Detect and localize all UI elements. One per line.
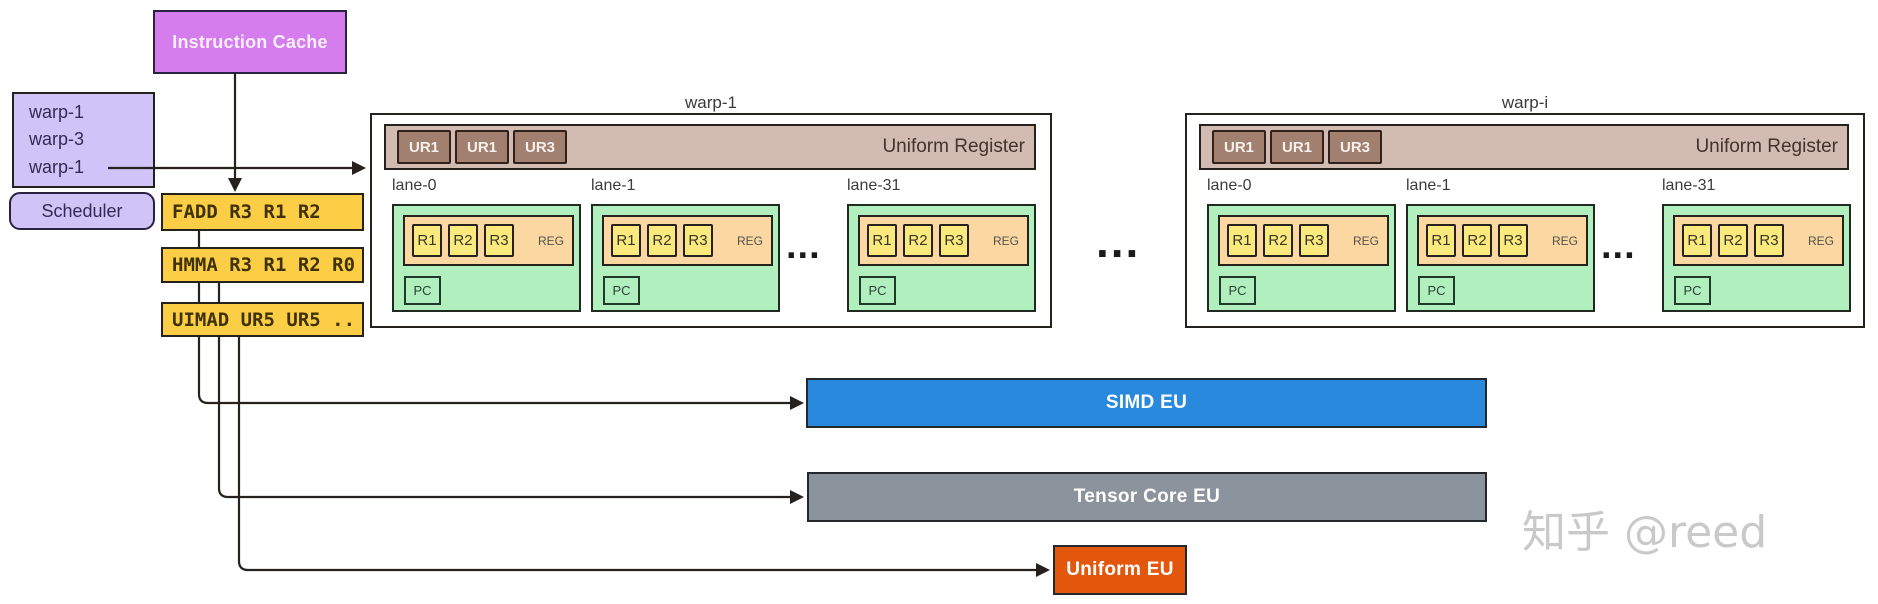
instruction-box-hmma: HMMA R3 R1 R2 R0 [161, 247, 364, 283]
register-chip: R3 [1498, 224, 1528, 257]
uniform-register-label: Uniform Register [1695, 136, 1838, 157]
warp-queue-item: warp-3 [29, 129, 85, 150]
warp-title: warp-i [1501, 93, 1549, 112]
instruction-text: HMMA R3 R1 R2 R0 [172, 254, 356, 276]
tensor-core-eu-box: Tensor Core EU [807, 472, 1487, 522]
register-chip: R1 [867, 224, 897, 257]
uniform-register-chip: UR1 [1270, 130, 1324, 164]
down-arrowhead-icon [228, 178, 242, 192]
register-chip: R2 [448, 224, 478, 257]
register-chip: R3 [484, 224, 514, 257]
instruction-cache-box: Instruction Cache [153, 10, 347, 74]
lane-label: lane-31 [847, 177, 901, 194]
simd-eu-box: SIMD EU [806, 378, 1487, 428]
right-arrowhead-icon [790, 396, 804, 410]
register-chip: R2 [1263, 224, 1293, 257]
reg-label: REG [1352, 233, 1379, 248]
register-chip: R2 [903, 224, 933, 257]
lane-ellipsis: ... [786, 225, 821, 267]
pc-box: PC [603, 276, 640, 305]
uniform-register-chip: UR3 [513, 130, 567, 164]
pc-box: PC [1674, 276, 1711, 305]
uniform-register-chip: UR3 [1328, 130, 1382, 164]
warp-queue-box: warp-1 warp-3 warp-1 [12, 92, 155, 188]
uniform-register-chip: UR1 [1212, 130, 1266, 164]
lane-label: lane-1 [1406, 177, 1451, 194]
register-chip: R1 [1682, 224, 1712, 257]
register-chip: R3 [939, 224, 969, 257]
instruction-box-fadd: FADD R3 R1 R2 [161, 193, 364, 231]
lane-label: lane-0 [1207, 177, 1252, 194]
lane-label: lane-31 [1662, 177, 1716, 194]
uniform-register-label: Uniform Register [882, 136, 1025, 157]
lane-label: lane-1 [591, 177, 636, 194]
scheduler-box: Scheduler [9, 192, 155, 230]
right-arrowhead-icon [790, 490, 804, 504]
reg-label: REG [736, 233, 763, 248]
register-chip: R1 [412, 224, 442, 257]
uniform-eu-label: Uniform EU [1066, 559, 1174, 580]
uimad-to-uniform-line [237, 337, 1037, 572]
instruction-text: UIMAD UR5 UR5 .. [172, 308, 356, 331]
register-chip: R1 [1426, 224, 1456, 257]
instruction-cache-label: Instruction Cache [172, 31, 328, 52]
instruction-box-uimad: UIMAD UR5 UR5 .. [161, 302, 364, 337]
pc-box: PC [404, 276, 441, 305]
register-chip: R1 [611, 224, 641, 257]
warp-ellipsis: ... [1096, 215, 1141, 267]
register-chip: R3 [683, 224, 713, 257]
instruction-text: FADD R3 R1 R2 [172, 201, 321, 223]
uniform-register-chip: UR1 [397, 130, 451, 164]
reg-label: REG [1807, 233, 1834, 248]
warp-title: warp-1 [685, 93, 737, 112]
scheduler-label: Scheduler [41, 200, 123, 221]
register-chip: R1 [1227, 224, 1257, 257]
register-chip: R3 [1754, 224, 1784, 257]
watermark: 知乎 @reed [1522, 507, 1768, 558]
pc-box: PC [859, 276, 896, 305]
pc-box: PC [1219, 276, 1256, 305]
uniform-eu-box: Uniform EU [1053, 545, 1187, 595]
reg-label: REG [537, 233, 564, 248]
reg-label: REG [1551, 233, 1578, 248]
register-chip: R2 [647, 224, 677, 257]
lane-label: lane-0 [392, 177, 437, 194]
warp-queue-item: warp-1 [29, 102, 85, 123]
reg-label: REG [992, 233, 1019, 248]
pc-box: PC [1418, 276, 1455, 305]
right-arrowhead-icon [1036, 563, 1050, 577]
register-chip: R2 [1718, 224, 1748, 257]
warp-queue-item: warp-1 [29, 156, 85, 177]
simd-eu-label: SIMD EU [1105, 392, 1188, 413]
register-chip: R2 [1462, 224, 1492, 257]
register-chip: R3 [1299, 224, 1329, 257]
right-arrowhead-icon [352, 161, 366, 175]
uniform-register-chip: UR1 [455, 130, 509, 164]
tensor-core-eu-label: Tensor Core EU [1073, 486, 1221, 507]
lane-ellipsis: ... [1601, 225, 1636, 267]
